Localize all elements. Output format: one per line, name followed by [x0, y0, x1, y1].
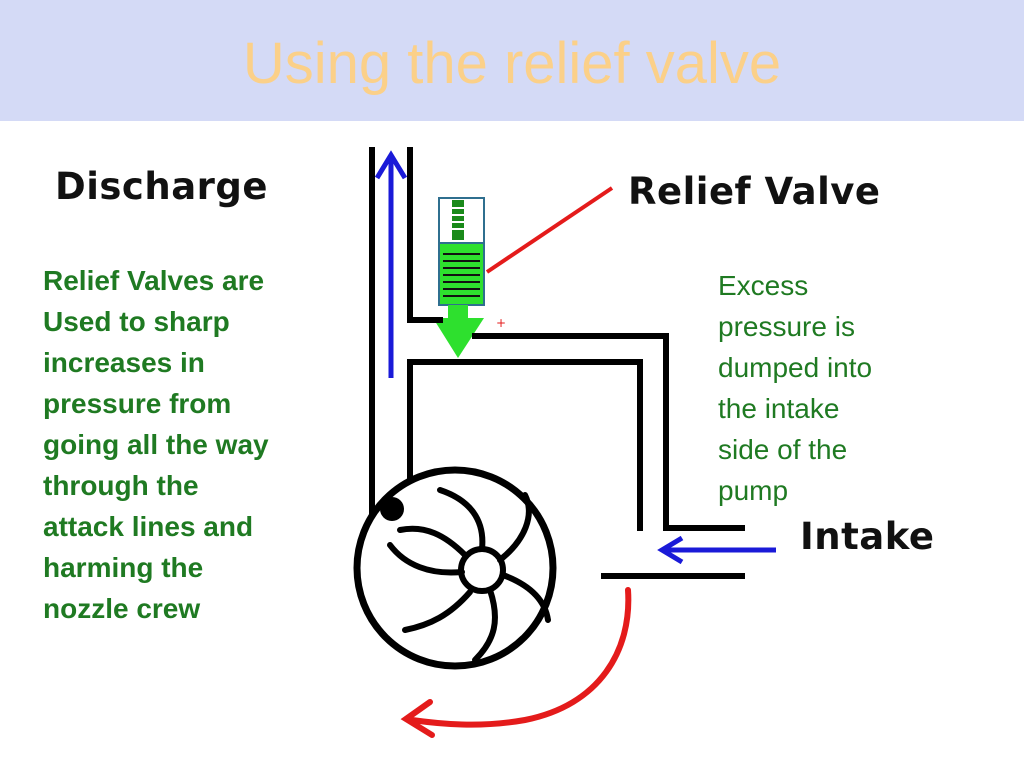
note-line: nozzle crew: [43, 593, 201, 624]
note-line: pressure from: [43, 388, 232, 419]
note-line: Used to sharp: [43, 306, 230, 337]
note-line: pump: [718, 475, 789, 506]
slide-title: Using the relief valve: [242, 31, 782, 96]
return-flow-arrow: [400, 587, 632, 738]
note-line: attack lines and: [43, 511, 254, 542]
excess-pressure-note: Excess pressure is dumped into the intak…: [718, 265, 978, 511]
intake-flow-arrow: [657, 535, 776, 565]
note-line: pressure is: [718, 311, 855, 342]
relief-valve-icon: [433, 197, 485, 358]
small-plus-mark: +: [496, 316, 506, 330]
discharge-flow-arrow: [374, 150, 408, 378]
bypass-pipe: [407, 317, 745, 579]
relief-valve-label: Relief Valve: [628, 170, 881, 213]
title-band: [0, 0, 1024, 121]
intake-label: Intake: [800, 515, 935, 558]
note-line: side of the: [718, 434, 848, 465]
discharge-label: Discharge: [55, 165, 268, 208]
relief-valve-pointer: [485, 186, 614, 274]
note-line: going all the way: [43, 429, 269, 460]
note-line: the intake: [718, 393, 840, 424]
note-line: increases in: [43, 347, 205, 378]
note-line: through the: [43, 470, 199, 501]
pump-diagram: +: [353, 147, 776, 738]
relief-valve-explanation: Relief Valves are Used to sharp increase…: [43, 260, 343, 629]
note-line: harming the: [43, 552, 204, 583]
note-line: dumped into: [718, 352, 873, 383]
discharge-pipe: [369, 147, 413, 518]
note-line: Relief Valves are: [43, 265, 265, 296]
note-line: Excess: [718, 270, 809, 301]
pump-impeller-icon: [353, 466, 557, 670]
